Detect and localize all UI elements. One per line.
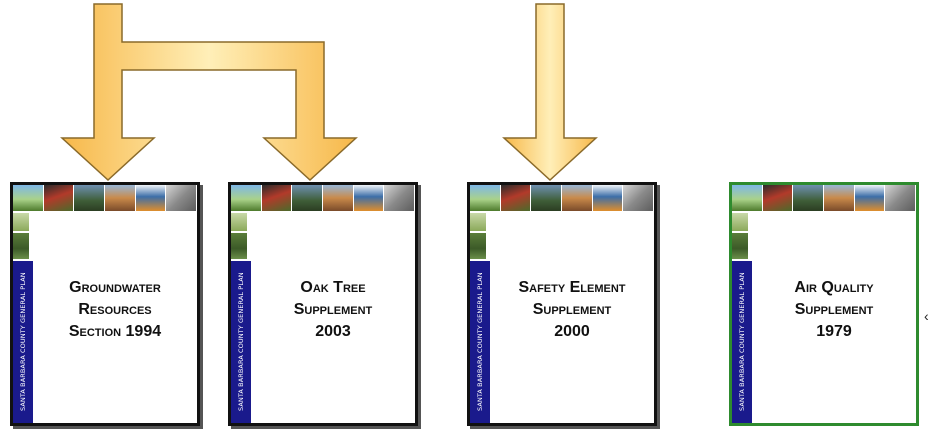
- cover-side-photo: [13, 233, 29, 259]
- cover-photo-strip: [231, 185, 416, 211]
- band-label: Santa Barbara County General Plan: [476, 272, 484, 412]
- document-cover-groundwater: Santa Barbara County General Plan Ground…: [10, 182, 200, 426]
- document-cover-oak-tree: Santa Barbara County General Plan Oak Tr…: [228, 182, 418, 426]
- cover-band: Santa Barbara County General Plan: [732, 261, 752, 423]
- cover-side-photo: [231, 233, 247, 259]
- band-label: Santa Barbara County General Plan: [738, 272, 746, 412]
- document-cover-safety-element: Santa Barbara County General Plan Safety…: [467, 182, 657, 426]
- cover-side-photo: [732, 233, 748, 259]
- cover-band: Santa Barbara County General Plan: [13, 261, 33, 423]
- cover-side-photo: [732, 213, 748, 231]
- cover-side-photo: [470, 233, 486, 259]
- band-label: Santa Barbara County General Plan: [237, 272, 245, 412]
- cover-side-photo: [13, 213, 29, 231]
- document-cover-air-quality: Santa Barbara County General Plan Air Qu…: [729, 182, 919, 426]
- cover-photo-strip: [13, 185, 198, 211]
- down-arrow: [502, 3, 598, 182]
- cover-photo-strip: [470, 185, 655, 211]
- document-title: Safety Element Supplement 2000: [518, 279, 626, 340]
- cover-band: Santa Barbara County General Plan: [231, 261, 251, 423]
- cover-photo-strip: [732, 185, 917, 211]
- cover-side-photo: [470, 213, 486, 231]
- document-title: Oak Tree Supplement 2003: [293, 279, 373, 340]
- document-title: Groundwater Resources Section 1994: [68, 279, 162, 340]
- band-label: Santa Barbara County General Plan: [19, 272, 27, 412]
- cover-band: Santa Barbara County General Plan: [470, 261, 490, 423]
- branching-arrow: [60, 3, 358, 182]
- cover-side-photo: [231, 213, 247, 231]
- edge-chevron-icon: ‹: [924, 308, 929, 324]
- document-title: Air Quality Supplement 1979: [794, 279, 874, 340]
